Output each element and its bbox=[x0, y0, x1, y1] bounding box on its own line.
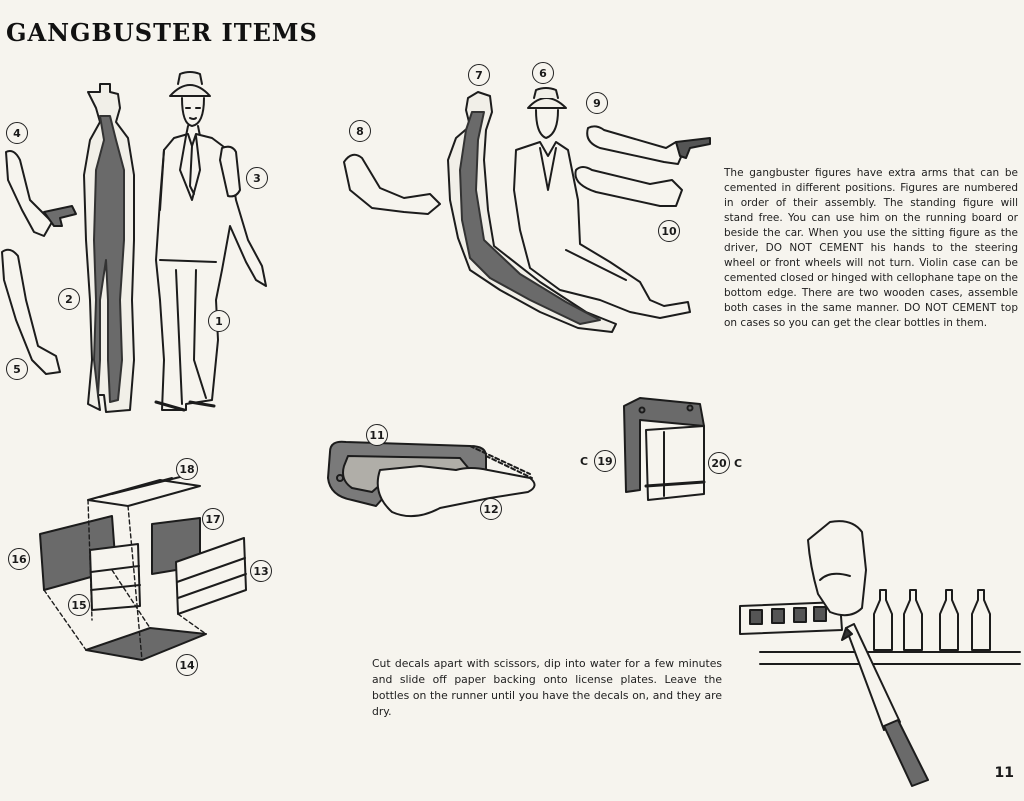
callout-7: 7 bbox=[468, 64, 490, 86]
c-marker-right: C bbox=[734, 457, 743, 470]
standing-figure-half-shell bbox=[83, 83, 135, 413]
callout-6: 6 bbox=[532, 62, 554, 84]
callout-14: 14 bbox=[176, 654, 198, 676]
callout-13: 13 bbox=[250, 560, 272, 582]
callout-18: 18 bbox=[176, 458, 198, 480]
arm-part-4 bbox=[5, 150, 77, 237]
wooden-case-exploded bbox=[39, 475, 247, 661]
decal-application-scene bbox=[739, 520, 1021, 787]
callout-8: 8 bbox=[349, 120, 371, 142]
callout-3: 3 bbox=[246, 167, 268, 189]
callout-11: 11 bbox=[366, 424, 388, 446]
arm-part-9 bbox=[586, 125, 711, 165]
callout-5: 5 bbox=[6, 358, 28, 380]
seated-figure-shell bbox=[447, 91, 617, 333]
figures-instructions: The gangbuster figures have extra arms t… bbox=[724, 167, 1018, 329]
callout-2: 2 bbox=[58, 288, 80, 310]
callout-15: 15 bbox=[68, 594, 90, 616]
seated-figure bbox=[513, 87, 691, 319]
decal-instructions: Cut decals apart with scissors, dip into… bbox=[372, 657, 722, 718]
callout-20: 20 bbox=[708, 452, 730, 474]
callout-10: 10 bbox=[658, 220, 680, 242]
callout-19: 19 bbox=[594, 450, 616, 472]
violin-case bbox=[327, 440, 536, 518]
arm-part-10 bbox=[574, 166, 683, 207]
callout-16: 16 bbox=[8, 548, 30, 570]
callout-1: 1 bbox=[208, 310, 230, 332]
page-number: 11 bbox=[994, 765, 1014, 781]
callout-12: 12 bbox=[480, 498, 502, 520]
standing-figure bbox=[154, 71, 267, 412]
bottles-on-runner bbox=[873, 589, 991, 651]
callout-4: 4 bbox=[6, 122, 28, 144]
arm-part-8 bbox=[343, 153, 441, 215]
callout-9: 9 bbox=[586, 92, 608, 114]
arm-part-3 bbox=[219, 145, 241, 198]
small-case-parts bbox=[623, 397, 706, 501]
callout-17: 17 bbox=[202, 508, 224, 530]
c-marker-left: C bbox=[580, 455, 589, 468]
page-title: GANGBUSTER ITEMS bbox=[6, 18, 318, 47]
arm-part-5 bbox=[1, 248, 61, 375]
